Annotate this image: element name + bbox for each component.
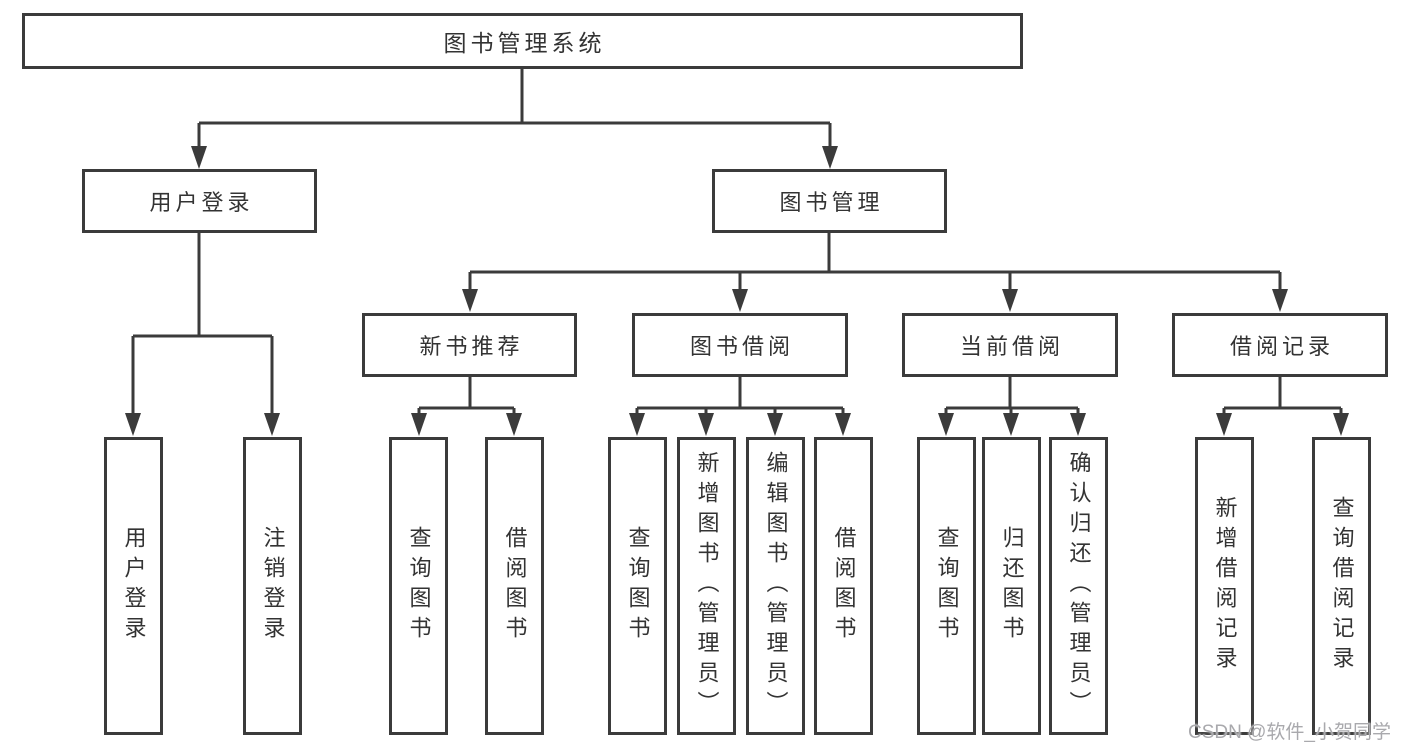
leaf-cb-query-books-label: 查询图书 — [934, 526, 960, 646]
leaf-nb-borrow-books: 借阅图书 — [485, 437, 544, 735]
node-user-login-label: 用户登录 — [149, 190, 254, 215]
leaf-bb-borrow-books-label: 借阅图书 — [831, 526, 857, 646]
arrowhead-icon — [1003, 413, 1019, 436]
arrowhead-icon — [191, 146, 207, 169]
leaf-br-query-borrow-record-label: 查询借阅记录 — [1329, 496, 1355, 676]
arrowhead-icon — [1070, 413, 1086, 436]
csdn-watermark: CSDN @软件_小贺同学 — [1188, 722, 1391, 743]
connector-borrow-records-children — [1216, 377, 1349, 436]
node-borrow-records-label: 借阅记录 — [1229, 334, 1334, 359]
node-root: 图书管理系统 — [22, 13, 1023, 69]
node-book-management: 图书管理 — [712, 169, 947, 233]
arrowhead-icon — [506, 413, 522, 436]
arrowhead-icon — [411, 413, 427, 436]
leaf-bb-query-books-label: 查询图书 — [625, 526, 651, 646]
node-user-login: 用户登录 — [82, 169, 317, 233]
connector-root-to-level2 — [191, 69, 838, 169]
leaf-cb-return-books: 归还图书 — [982, 437, 1041, 735]
node-book-management-label: 图书管理 — [779, 190, 884, 215]
arrowhead-icon — [938, 413, 954, 436]
node-book-borrow: 图书借阅 — [632, 313, 848, 377]
leaf-user-login: 用户登录 — [104, 437, 163, 735]
leaf-bb-edit-books-admin-label: 编辑图书（管理员） — [763, 451, 789, 721]
leaf-br-add-borrow-record-label: 新增借阅记录 — [1212, 496, 1238, 676]
connector-book-borrow-children — [629, 377, 851, 436]
arrowhead-icon — [1333, 413, 1349, 436]
leaf-nb-query-books: 查询图书 — [389, 437, 448, 735]
arrowhead-icon — [835, 413, 851, 436]
arrowhead-icon — [732, 289, 748, 312]
arrowhead-icon — [125, 413, 141, 436]
leaf-bb-edit-books-admin: 编辑图书（管理员） — [746, 437, 805, 735]
arrowhead-icon — [629, 413, 645, 436]
node-root-label: 图书管理系统 — [443, 30, 606, 56]
node-borrow-records: 借阅记录 — [1172, 313, 1388, 377]
connector-book-management-children — [462, 233, 1288, 312]
arrowhead-icon — [822, 146, 838, 169]
node-book-borrow-label: 图书借阅 — [689, 334, 794, 359]
leaf-cb-query-books: 查询图书 — [917, 437, 976, 735]
connector-current-borrow-children — [938, 377, 1086, 436]
arrowhead-icon — [767, 413, 783, 436]
leaf-bb-add-books-admin-label: 新增图书（管理员） — [694, 451, 720, 721]
node-current-borrow-label: 当前借阅 — [959, 334, 1064, 359]
leaf-bb-borrow-books: 借阅图书 — [814, 437, 873, 735]
arrowhead-icon — [462, 289, 478, 312]
leaf-bb-add-books-admin: 新增图书（管理员） — [677, 437, 736, 735]
node-new-book-recommend: 新书推荐 — [362, 313, 577, 377]
leaf-br-add-borrow-record: 新增借阅记录 — [1195, 437, 1254, 735]
connector-user-login-children — [125, 233, 280, 436]
leaf-cb-return-books-label: 归还图书 — [999, 526, 1025, 646]
leaf-logout: 注销登录 — [243, 437, 302, 735]
leaf-logout-label: 注销登录 — [260, 526, 286, 646]
node-current-borrow: 当前借阅 — [902, 313, 1118, 377]
leaf-br-query-borrow-record: 查询借阅记录 — [1312, 437, 1371, 735]
arrowhead-icon — [1272, 289, 1288, 312]
leaf-cb-confirm-return-admin: 确认归还（管理员） — [1049, 437, 1108, 735]
leaf-cb-confirm-return-admin-label: 确认归还（管理员） — [1066, 451, 1092, 721]
arrowhead-icon — [1002, 289, 1018, 312]
arrowhead-icon — [264, 413, 280, 436]
leaf-bb-query-books: 查询图书 — [608, 437, 667, 735]
leaf-nb-query-books-label: 查询图书 — [406, 526, 432, 646]
node-new-book-recommend-label: 新书推荐 — [419, 334, 524, 359]
arrowhead-icon — [698, 413, 714, 436]
leaf-user-login-label: 用户登录 — [121, 526, 147, 646]
connector-new-book-recommend-children — [411, 377, 522, 436]
leaf-nb-borrow-books-label: 借阅图书 — [502, 526, 528, 646]
arrowhead-icon — [1216, 413, 1232, 436]
